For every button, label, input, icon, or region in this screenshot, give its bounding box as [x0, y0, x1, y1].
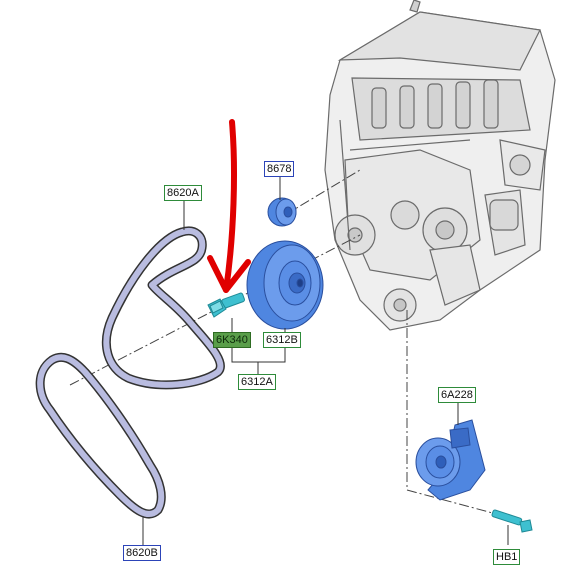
label-6312a: 6312A — [238, 374, 276, 390]
leader-lines — [142, 176, 509, 545]
label-8620b: 8620B — [123, 545, 161, 561]
label-6a228: 6A228 — [438, 387, 476, 403]
red-pointer-arrow-icon — [207, 119, 251, 293]
crankshaft-damper — [246, 240, 324, 330]
label-hb1: HB1 — [493, 549, 521, 565]
belt-8620b — [35, 352, 166, 519]
belt-8620a — [101, 226, 225, 390]
label-8678: 8678 — [264, 161, 295, 177]
tensioner-bolt — [491, 509, 533, 533]
engine-block — [324, 0, 556, 331]
label-6312b: 6312B — [263, 332, 301, 348]
label-8620a: 8620A — [164, 185, 202, 201]
label-6k340: 6K340 — [213, 332, 251, 348]
idler-pulley — [267, 197, 297, 227]
crankshaft-bolt — [207, 292, 245, 318]
belt-tensioner — [415, 419, 486, 501]
